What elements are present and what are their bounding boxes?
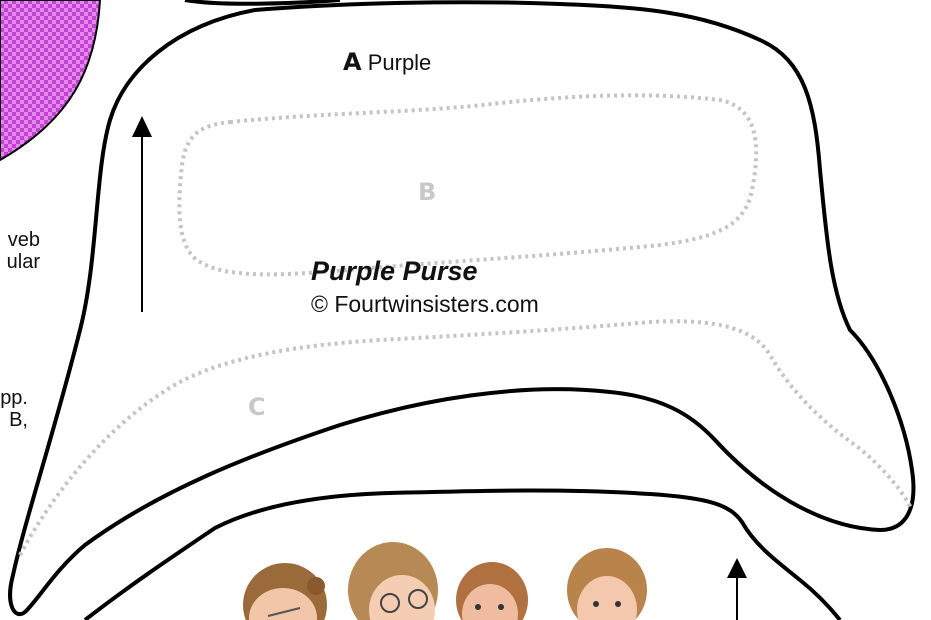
piece-b-label: B bbox=[418, 178, 437, 206]
piece-a-label: A Purple bbox=[343, 48, 431, 76]
grain-arrow-up-icon bbox=[132, 116, 152, 312]
previous-piece-edge bbox=[184, 0, 341, 6]
fragment-line-2: ular bbox=[6, 251, 40, 273]
sisters-logo-icon bbox=[243, 542, 647, 620]
piece-a-letter: A bbox=[343, 48, 362, 76]
left-text-fragment-1: veb ular bbox=[0, 229, 40, 273]
pattern-title: Purple Purse bbox=[311, 256, 478, 286]
next-piece-outline bbox=[83, 488, 842, 620]
copyright-notice: © Fourtwinsisters.com bbox=[311, 291, 539, 317]
piece-a-color-word: Purple bbox=[367, 50, 432, 75]
left-text-fragment-2: pp. B, bbox=[0, 387, 28, 431]
piece-a-outline bbox=[8, 0, 916, 616]
fragment-line-3: pp. bbox=[0, 387, 28, 409]
piece-c-label: C bbox=[248, 393, 266, 421]
grain-arrow-up-icon bbox=[727, 558, 747, 620]
piece-c-dotted-outline bbox=[18, 319, 914, 556]
fragment-line-4: B, bbox=[9, 409, 28, 431]
fragment-line-1: veb bbox=[7, 229, 40, 251]
piece-b-dotted-outline bbox=[177, 93, 759, 277]
purple-fabric-swatch bbox=[0, 0, 102, 162]
